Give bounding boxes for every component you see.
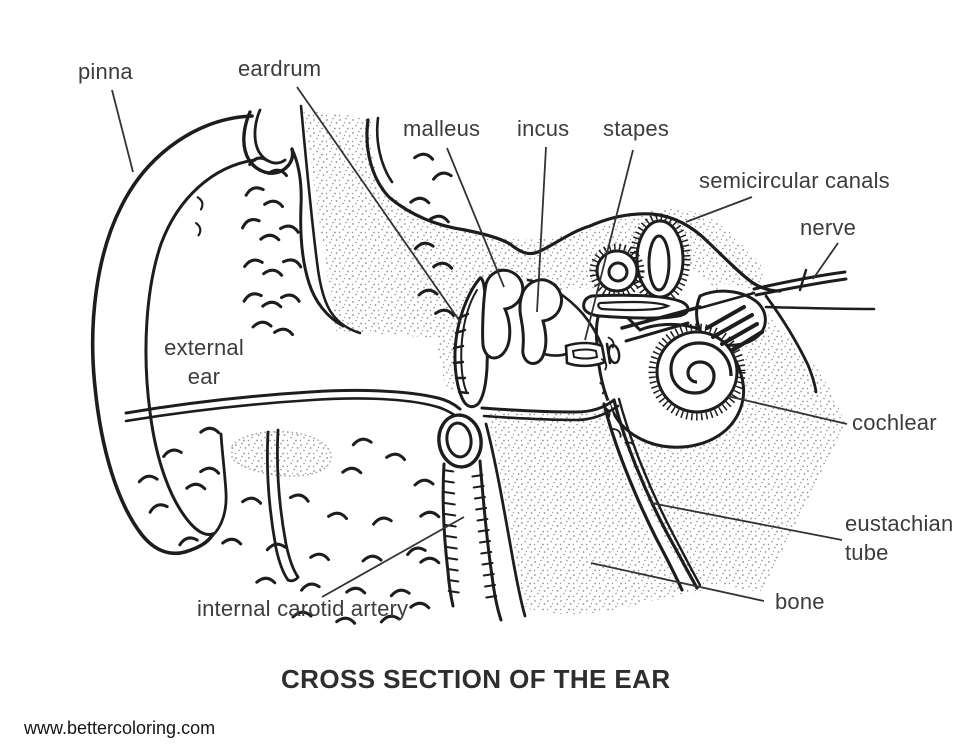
label-bone: bone [775, 589, 825, 614]
nerve-lines [698, 268, 876, 394]
watermark-url: www.bettercoloring.com [24, 718, 216, 738]
label-internal-carotid-artery: internal carotid artery [197, 596, 409, 621]
carotid-artery-shape [437, 413, 527, 622]
label-malleus: malleus [403, 116, 481, 141]
leader-cochlear [726, 395, 848, 425]
cochlea-shape [648, 323, 746, 421]
label-stapes: stapes [603, 116, 670, 141]
leader-eardrum [296, 86, 462, 324]
label-cochlear: cochlear [852, 410, 937, 435]
diagram-title: CROSS SECTION OF THE EAR [281, 664, 671, 694]
label-pinna: pinna [78, 59, 133, 84]
outline-linework [90, 104, 876, 622]
leader-internal-carotid-artery [321, 516, 465, 598]
leader-eustachian-tube [650, 502, 843, 541]
incus-shape [518, 278, 564, 365]
stapes-shape [542, 341, 621, 368]
cartilage-texture [137, 152, 764, 625]
label-eardrum: eardrum [238, 56, 322, 81]
malleus-shape [481, 268, 525, 360]
leader-nerve [812, 242, 839, 280]
label-incus: incus [517, 116, 570, 141]
leader-pinna [111, 89, 134, 173]
eustachian-tube-interior [602, 400, 694, 592]
leader-bone [590, 562, 765, 602]
label-external-ear: external ear [164, 335, 244, 390]
leader-lines [111, 86, 848, 602]
label-eustachian-tube: eustachian tube [845, 511, 954, 566]
leader-incus [536, 146, 547, 313]
label-nerve: nerve [800, 215, 857, 240]
leader-semicircular-canals [685, 196, 753, 223]
skull-outline [365, 118, 782, 293]
leader-malleus [446, 147, 505, 288]
pinna-outline [90, 108, 345, 583]
eustachian-tube-shape [602, 397, 702, 592]
leader-stapes [584, 149, 634, 341]
label-semicircular-canals: semicircular canals [699, 168, 890, 193]
cochlea-spiral [669, 341, 733, 395]
